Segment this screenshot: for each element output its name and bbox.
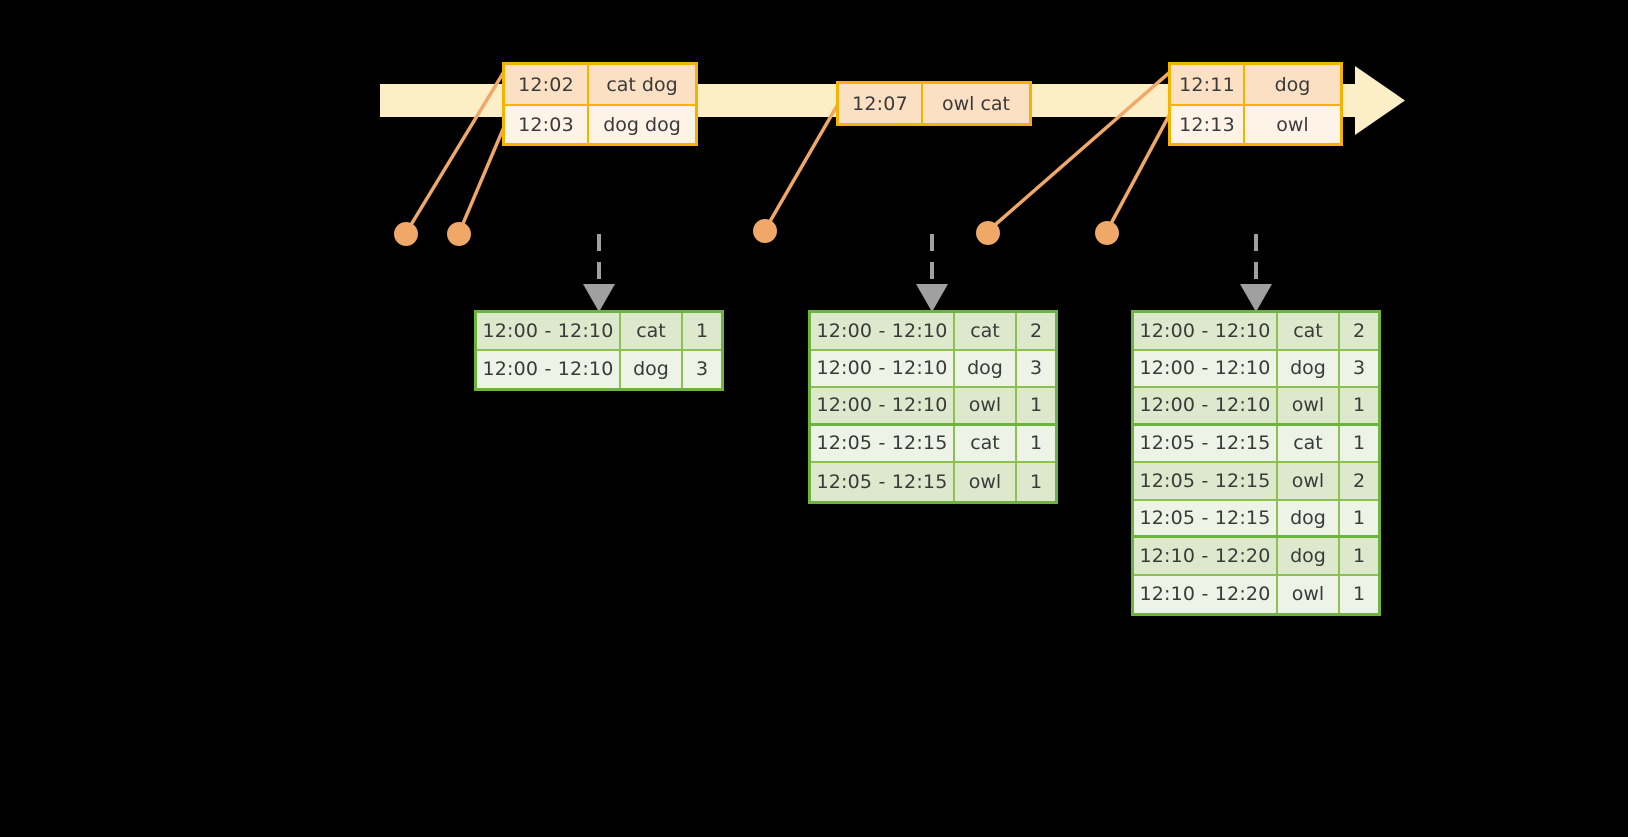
count-cell: 1 — [1029, 394, 1043, 417]
count-cell: 1 — [1352, 432, 1366, 455]
count-cell: 3 — [1352, 357, 1366, 380]
window-cell: 12:05 - 12:15 — [1134, 500, 1278, 535]
window-cell: 12:00 - 12:10 — [477, 350, 621, 388]
window-cell: 12:10 - 12:20 — [1134, 575, 1278, 613]
window-cell: 12:00 - 12:10 — [1134, 313, 1278, 349]
window-cell: 12:05 - 12:15 — [1134, 463, 1278, 499]
event-box-3: 12:11 dog 12:13 owl — [1168, 62, 1343, 146]
event-words: dog dog — [603, 113, 681, 136]
key-cell: owl — [955, 463, 1017, 501]
connector-line-1 — [394, 69, 507, 246]
key-cell: cat — [621, 313, 683, 349]
event-words: cat dog — [606, 73, 678, 96]
window-cell: 12:05 - 12:15 — [811, 463, 955, 501]
key-cell: owl — [1278, 463, 1340, 499]
key-cell: dog — [1278, 500, 1340, 535]
window-cell: 12:00 - 12:10 — [811, 388, 955, 423]
event-time: 12:07 — [839, 84, 923, 123]
count-cell: 2 — [1029, 319, 1043, 342]
key-cell: owl — [1278, 575, 1340, 613]
window-cell: 12:10 - 12:20 — [1134, 538, 1278, 574]
event-box-1: 12:02 cat dog 12:03 dog dog — [502, 62, 698, 146]
window-cell: 12:00 - 12:10 — [811, 313, 955, 349]
event-row: 12:02 cat dog — [505, 65, 695, 104]
key-cell: dog — [1278, 538, 1340, 574]
count-cell: 1 — [695, 319, 709, 342]
event-time: 12:03 — [505, 106, 589, 143]
event-row: 12:07 owl cat — [839, 84, 1029, 123]
event-row: 12:03 dog dog — [505, 104, 695, 143]
event-box-2: 12:07 owl cat — [836, 81, 1032, 126]
count-cell: 1 — [1029, 470, 1043, 493]
event-time: 12:11 — [1171, 65, 1245, 104]
key-cell: dog — [621, 350, 683, 388]
event-row: 12:11 dog — [1171, 65, 1340, 104]
key-cell: cat — [955, 425, 1017, 461]
event-time: 12:13 — [1171, 106, 1245, 143]
event-row: 12:13 owl — [1171, 104, 1340, 143]
event-words: owl cat — [941, 92, 1011, 115]
count-cell: 2 — [1352, 319, 1366, 342]
key-cell: owl — [955, 388, 1017, 423]
event-words: owl — [1276, 113, 1309, 136]
key-cell: owl — [1278, 388, 1340, 423]
key-cell: cat — [1278, 313, 1340, 349]
event-time: 12:02 — [505, 65, 589, 104]
count-cell: 1 — [1352, 544, 1366, 567]
count-cell: 2 — [1352, 469, 1366, 492]
event-words: dog — [1274, 73, 1311, 96]
window-cell: 12:00 - 12:10 — [1134, 350, 1278, 386]
count-cell: 1 — [1029, 432, 1043, 455]
key-cell: cat — [1278, 425, 1340, 461]
key-cell: dog — [955, 350, 1017, 386]
count-cell: 1 — [1352, 583, 1366, 606]
key-cell: dog — [1278, 350, 1340, 386]
window-cell: 12:05 - 12:15 — [811, 425, 955, 461]
key-cell: cat — [955, 313, 1017, 349]
connector-line-5 — [1095, 109, 1174, 245]
window-cell: 12:00 - 12:10 — [1134, 388, 1278, 423]
window-cell: 12:00 - 12:10 — [811, 350, 955, 386]
count-cell: 1 — [1352, 394, 1366, 417]
count-cell: 1 — [1352, 506, 1366, 529]
count-cell: 3 — [695, 358, 709, 381]
count-cell: 3 — [1029, 357, 1043, 380]
window-cell: 12:00 - 12:10 — [477, 313, 621, 349]
window-cell: 12:05 - 12:15 — [1134, 425, 1278, 461]
connector-line-3 — [753, 103, 840, 243]
